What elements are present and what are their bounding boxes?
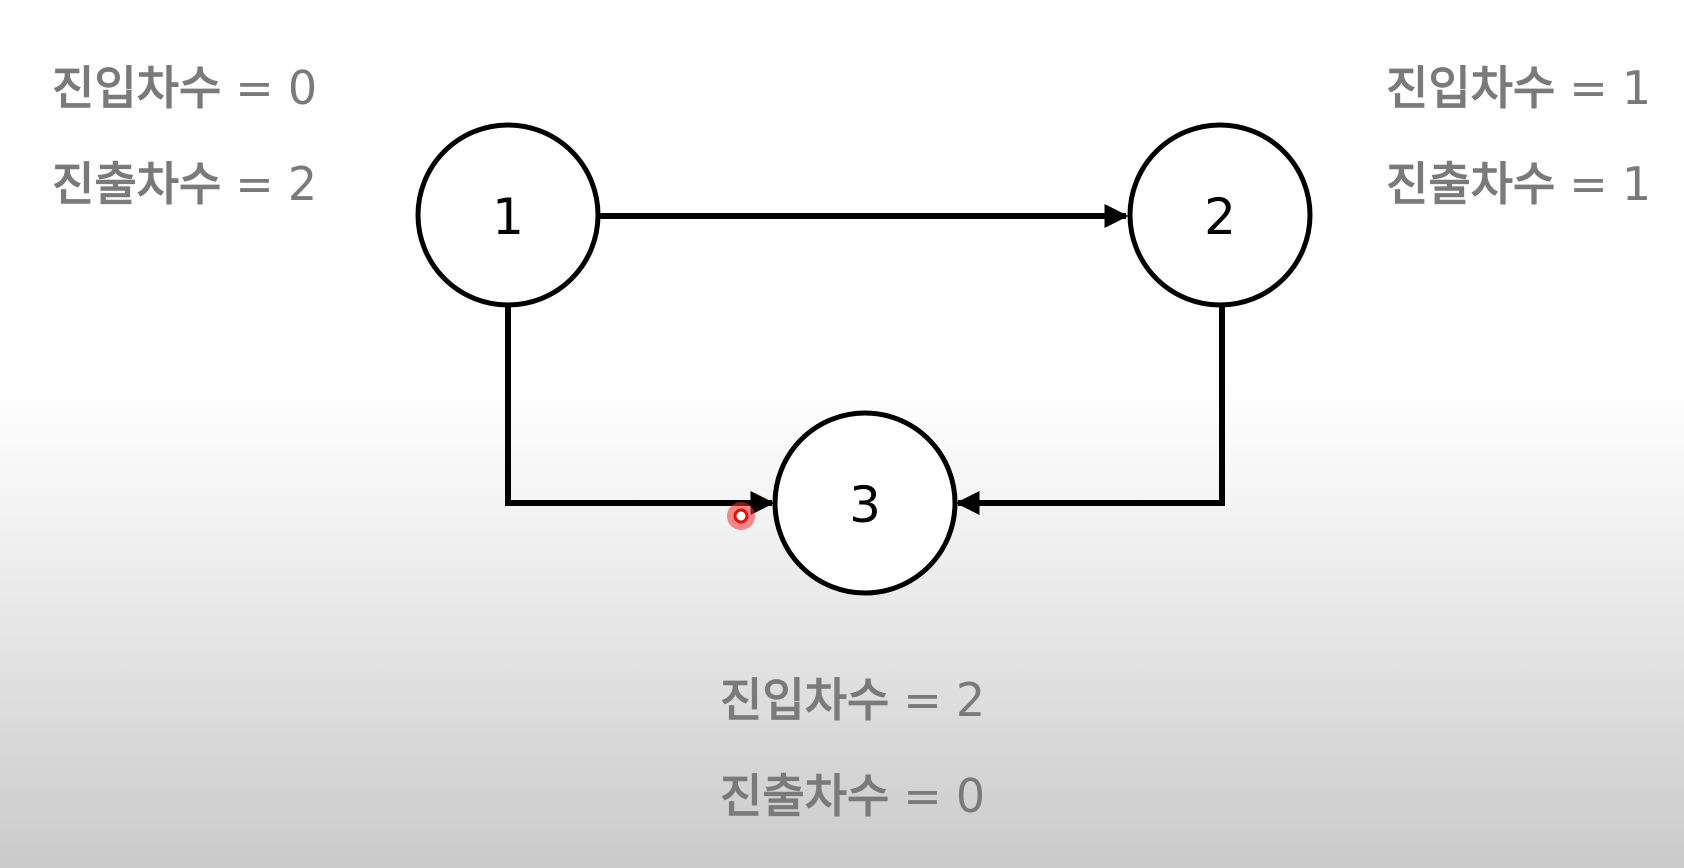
node-2-in-degree-line: 진입차수 = 1	[1386, 40, 1651, 136]
edge-1-to-3	[505, 306, 775, 515]
node-1-degree-info: 진입차수 = 0 진출차수 = 2	[52, 40, 317, 232]
out-degree-label: 진출차수	[720, 769, 890, 823]
node-1-out-degree-line: 진출차수 = 2	[52, 136, 317, 232]
equals-sign: =	[1569, 61, 1608, 115]
equals-sign: =	[235, 157, 274, 211]
node-2-label: 2	[1204, 188, 1236, 246]
node-1: 1	[415, 122, 601, 308]
node-1-in-degree-line: 진입차수 = 0	[52, 40, 317, 136]
node-3-out-degree-value: 0	[955, 769, 986, 823]
node-1-out-degree-value: 2	[287, 157, 318, 211]
equals-sign: =	[903, 673, 942, 727]
node-2-degree-info: 진입차수 = 1 진출차수 = 1	[1386, 40, 1651, 232]
node-3-degree-info: 진입차수 = 2 진출차수 = 0	[720, 652, 985, 844]
node-3-label: 3	[849, 476, 881, 534]
node-1-label: 1	[492, 188, 524, 246]
node-2-out-degree-value: 1	[1621, 157, 1652, 211]
node-2-circle	[1127, 122, 1313, 308]
node-2-in-degree-value: 1	[1621, 61, 1652, 115]
node-1-in-degree-value: 0	[287, 61, 318, 115]
in-degree-label: 진입차수	[52, 61, 222, 115]
node-1-circle	[415, 122, 601, 308]
node-2-out-degree-line: 진출차수 = 1	[1386, 136, 1651, 232]
out-degree-label: 진출차수	[1386, 157, 1556, 211]
equals-sign: =	[1569, 157, 1608, 211]
node-3: 3	[772, 410, 958, 596]
equals-sign: =	[235, 61, 274, 115]
equals-sign: =	[903, 769, 942, 823]
pointer-cursor-icon	[727, 502, 755, 530]
node-3-out-degree-line: 진출차수 = 0	[720, 748, 985, 844]
node-2: 2	[1127, 122, 1313, 308]
in-degree-label: 진입차수	[1386, 61, 1556, 115]
out-degree-label: 진출차수	[52, 157, 222, 211]
node-3-in-degree-value: 2	[955, 673, 986, 727]
in-degree-label: 진입차수	[720, 673, 890, 727]
edge-2-to-3	[955, 306, 1225, 515]
node-3-circle	[772, 410, 958, 596]
node-3-in-degree-line: 진입차수 = 2	[720, 652, 985, 748]
